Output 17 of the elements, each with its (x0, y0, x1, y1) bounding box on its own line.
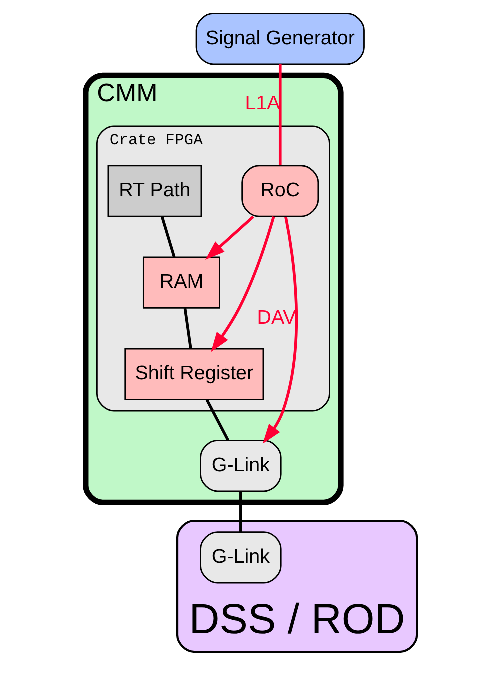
arrow (262, 216, 298, 444)
arrow (211, 216, 276, 352)
edge-label: L1A (245, 92, 280, 114)
connector (206, 399, 230, 442)
connector (278, 64, 282, 166)
connector (184, 308, 192, 349)
connector (160, 216, 176, 258)
edge-label: DAV (257, 307, 296, 330)
node-box: RT Path (108, 165, 202, 218)
node-box: G-Link (200, 440, 282, 492)
connector (240, 492, 242, 532)
node-box: RoC (242, 165, 320, 218)
node-box: Signal Generator (196, 12, 365, 66)
node-box: RAM (142, 256, 220, 309)
arrow (205, 216, 254, 260)
node-box: Shift Register (124, 348, 264, 400)
node-box: G-Link (200, 532, 282, 584)
